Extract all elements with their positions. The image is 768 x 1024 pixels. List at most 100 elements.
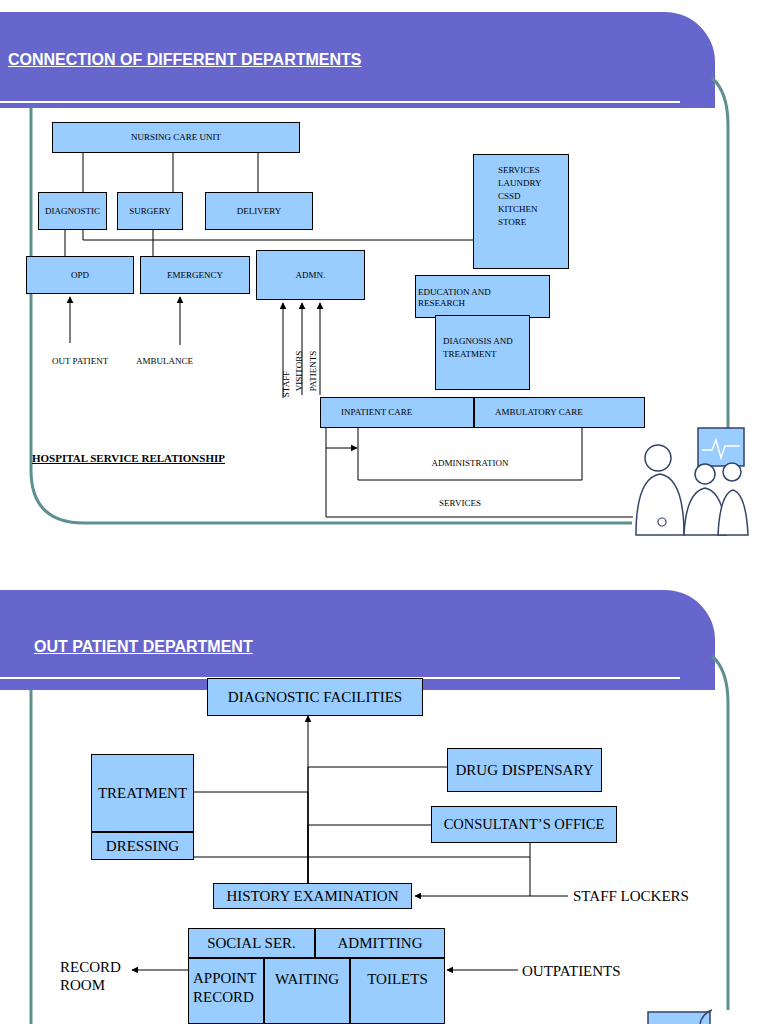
input-arrow [180, 297, 181, 345]
figure-outline [700, 1010, 712, 1024]
node-label: HISTORY EXAMINATION [226, 887, 398, 905]
node-label: INPATIENT CARE [341, 407, 412, 418]
annotation: AMBULANCE [136, 356, 193, 367]
node-label: DIAGNOSTIC FACILITIES [228, 688, 402, 706]
node-label: DIAGNOSIS AND TREATMENT [443, 335, 527, 361]
department-box: DIAGNOSTIC [38, 192, 107, 230]
department-box: INPATIENT CARE [320, 397, 474, 428]
department-box: WAITING [264, 958, 350, 1024]
department-box: EMERGENCY [140, 256, 250, 294]
annotation: STAFF LOCKERS [573, 887, 689, 905]
header-band [0, 12, 715, 108]
connector [153, 230, 154, 256]
annotation: STAFF [281, 371, 292, 397]
connector [308, 825, 431, 883]
department-box: AMBULATORY CARE [474, 397, 645, 428]
bracket-arrow [326, 448, 357, 449]
node-label: CONSULTANT’S OFFICE [444, 816, 605, 833]
node-label: SURGERY [129, 206, 171, 217]
annotation: OUTPATIENTS [522, 962, 621, 980]
slide-frame [30, 690, 33, 1024]
node-label: SOCIAL SER. [207, 934, 296, 952]
connector [308, 767, 447, 883]
node-label: NURSING CARE UNIT [131, 132, 221, 143]
department-box: DELIVERY [205, 192, 313, 230]
edge-label: ADMINISTRATION [432, 458, 509, 469]
node-label: EMERGENCY [167, 270, 223, 281]
connector [194, 843, 530, 857]
node-label: DELIVERY [237, 206, 282, 217]
header-rule [0, 101, 680, 103]
figure-head [695, 464, 715, 484]
node-label: SERVICES LAUNDRY CSSD KITCHEN STORE [498, 164, 552, 229]
department-box: DRESSING [91, 832, 194, 860]
department-box: DIAGNOSIS AND TREATMENT [435, 315, 530, 390]
output-arrow [132, 970, 188, 971]
figure-head [723, 463, 741, 481]
connector [65, 230, 66, 256]
node-label: AMBULATORY CARE [495, 407, 583, 418]
node-label: DRESSING [106, 837, 179, 855]
department-box: DIAGNOSTIC FACILITIES [207, 678, 423, 716]
slide-frame [712, 656, 728, 1010]
figure-body [718, 490, 748, 535]
department-box: ADMN. [256, 250, 365, 300]
annotation: HOSPITAL SERVICE RELATIONSHIP [32, 452, 225, 465]
connector [308, 716, 309, 883]
department-box: TOILETS [350, 958, 445, 1024]
slide-frame [31, 108, 632, 523]
clip-art [648, 1010, 712, 1024]
node-label: ADMITTING [338, 934, 423, 952]
figure-head [645, 445, 671, 471]
department-box: TREATMENT [91, 754, 194, 832]
connector [258, 153, 259, 192]
department-box: EDUCATION AND RESEARCH [415, 275, 550, 318]
connector [173, 153, 174, 192]
input-arrow [320, 303, 321, 395]
connector [83, 153, 84, 192]
leader-line [530, 857, 531, 896]
slide-title: OUT PATIENT DEPARTMENT [34, 638, 253, 656]
department-box: OPD [26, 256, 134, 294]
node-label: WAITING [275, 970, 339, 988]
department-box: DRUG DISPENSARY [447, 748, 602, 792]
monitor-trace [702, 440, 740, 458]
clip-art [636, 428, 748, 535]
stethoscope [658, 518, 666, 526]
department-box: SURGERY [117, 192, 183, 230]
connector [194, 792, 308, 883]
slide-frame [712, 78, 728, 430]
connector [358, 428, 582, 480]
department-box: CONSULTANT’S OFFICE [431, 806, 617, 843]
leader-line [415, 896, 568, 897]
department-box: HISTORY EXAMINATION [213, 883, 412, 909]
node-label: APPOINT RECORD [193, 969, 263, 1007]
annotation: VISITORS [294, 351, 305, 391]
input-arrow [70, 297, 71, 343]
node-label: TREATMENT [98, 784, 187, 802]
node-label: DIAGNOSTIC [45, 206, 100, 217]
annotation: SERVICES [439, 498, 481, 509]
figure-body [636, 474, 684, 535]
node-label: DRUG DISPENSARY [456, 761, 594, 779]
node-label: ADMN. [296, 270, 326, 281]
department-box: SOCIAL SER. [188, 928, 315, 958]
bracket-line [326, 428, 633, 517]
node-label: OPD [71, 270, 89, 281]
annotation: PATIENTS [308, 351, 319, 392]
node-label: TOILETS [367, 970, 428, 988]
department-box: ADMITTING [315, 928, 445, 958]
annotation: RECORD ROOM [60, 958, 132, 994]
annotation: OUT PATIENT [52, 356, 108, 367]
node-label: EDUCATION AND RESEARCH [418, 287, 513, 309]
monitor-shape [698, 428, 744, 466]
slide-title: CONNECTION OF DIFFERENT DEPARTMENTS [8, 51, 361, 69]
department-box: NURSING CARE UNIT [52, 122, 300, 153]
department-box: SERVICES LAUNDRY CSSD KITCHEN STORE [473, 154, 569, 269]
department-box: APPOINT RECORD [188, 958, 264, 1024]
connector [83, 230, 473, 240]
header-band [0, 590, 715, 690]
